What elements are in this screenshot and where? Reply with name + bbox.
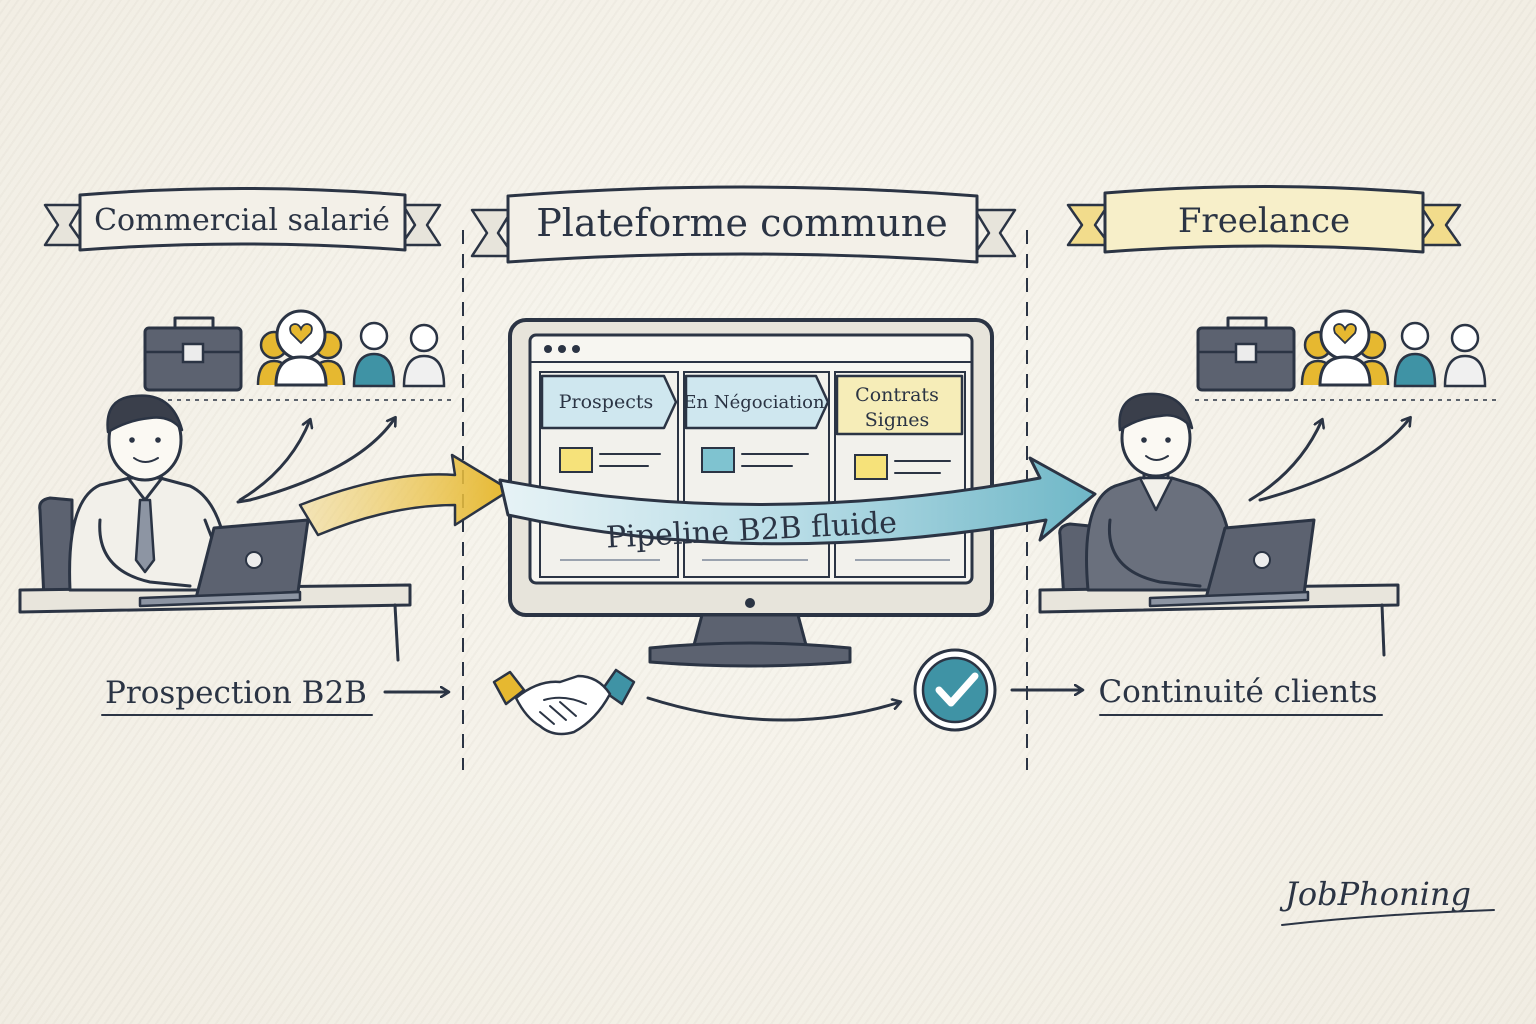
ribbon-left: Commercial salarié [43,187,442,252]
team-icon [1393,321,1487,388]
stage-negociation [684,374,830,430]
check-circle-icon [913,648,997,732]
double-arrow-left-b [248,418,395,502]
stage-contrats-signes [835,374,964,436]
title-freelance: Freelance [1178,201,1350,241]
briefcase-icon [143,316,243,392]
caption-prospection: Prospection B2B [105,675,367,711]
people-heart-icon [256,309,346,387]
caption-continuite: Continuité clients [1098,674,1377,710]
stage-label-prospects: Prospects [559,391,654,413]
arrow-to-check [646,696,900,722]
stage-label-negociation: En Négociation [683,392,825,413]
title-commercial-salarie: Commercial salarié [94,203,390,238]
kanban-board: Prospects En Négociation Contrats Signes [539,371,966,578]
briefcase-icon [1196,316,1296,392]
flow-arrow-yellow [298,453,512,537]
task-card [854,454,951,480]
double-arrow-right [1248,420,1322,502]
team-icon [352,321,446,388]
pipeline-arrow [498,456,1097,546]
task-card [559,447,661,473]
stage-label-contrats: Contrats [855,384,939,406]
freelancer-figure [1038,392,1400,657]
double-arrow-right-b [1258,418,1410,502]
task-card [701,447,809,473]
brand-logo: JobPhoning [1279,875,1471,913]
people-heart-icon [1300,309,1390,387]
title-plateforme-commune: Plateforme commune [536,201,948,245]
ribbon-right: Freelance [1066,185,1462,254]
employee-figure [18,394,412,662]
stage-label-signes: Signes [865,409,930,431]
stage-prospects [540,374,678,430]
ribbon-center: Plateforme commune [470,185,1017,264]
double-arrow-left [238,420,310,502]
handshake-icon [492,668,636,736]
